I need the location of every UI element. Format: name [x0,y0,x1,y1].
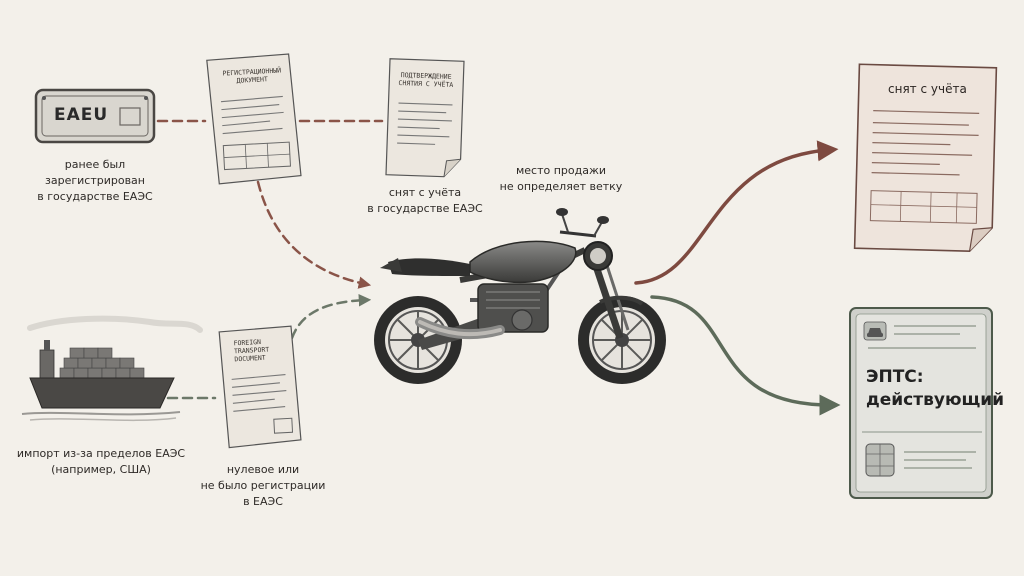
connector-foreigndoc-to-motorcycle [290,294,372,340]
label-previously-registered-line2: зарегистрирован [45,173,145,187]
arrow-to-deregistered [634,140,839,285]
label-import-line1: импорт из-за пределов ЕАЭС [16,447,186,460]
label-zero-registration: нулевое или не было регистрации в ЕАЭС [190,462,336,510]
plate-text: EAEU [54,105,109,125]
outcome-epts-line1: ЭПТС: [866,367,924,387]
registration-document-icon [206,53,302,185]
label-place-of-sale: место продажи не определяет ветку [486,163,636,195]
deregistration-document-title: ПОДТВЕРЖДЕНИЕ СНЯТИЯ С УЧЁТА [388,71,465,90]
foreign-document-title: FOREIGN TRANSPORT DOCUMENT [223,336,296,364]
foreign-transport-document-icon [218,325,302,449]
license-plate-icon [34,88,156,144]
sim-chip-icon [865,443,895,477]
epts-card-icon [849,307,993,499]
label-import: импорт из-за пределов ЕАЭС (например, СШ… [10,446,192,478]
label-place-of-sale-line2: не определяет ветку [499,179,623,193]
arrow-to-epts [650,295,841,416]
label-previously-registered-line3: в государстве ЕАЭС [37,189,153,203]
label-deregistered-in-eaeu: снят с учёта в государстве ЕАЭС [350,185,500,217]
outcome-epts-line2: действующий [866,389,1005,410]
car-icon [863,321,887,341]
label-zero-registration-line1: нулевое или [226,463,300,476]
label-deregistered-in-eaeu-line2: в государстве ЕАЭС [367,201,483,215]
outcome-deregistered-title: снят с учёта [888,82,967,96]
label-zero-registration-line3: в ЕАЭС [243,494,283,508]
label-place-of-sale-line1: место продажи [515,164,607,177]
motorcycle-image [374,208,666,384]
cargo-ship-icon [21,315,203,422]
deregistration-document-icon [385,58,465,178]
outcome-epts-title: ЭПТС: действующий [866,366,1004,412]
deregistered-outcome-document-icon [853,63,998,253]
label-previously-registered-line1: ранее был [64,158,126,171]
label-import-line2: (например, США) [51,462,151,476]
label-deregistered-in-eaeu-line1: снят с учёта [388,186,462,199]
label-previously-registered: ранее был зарегистрирован в государстве … [20,157,170,205]
connector-regdoc-to-motorcycle [256,180,372,289]
label-zero-registration-line2: не было регистрации [200,478,326,492]
